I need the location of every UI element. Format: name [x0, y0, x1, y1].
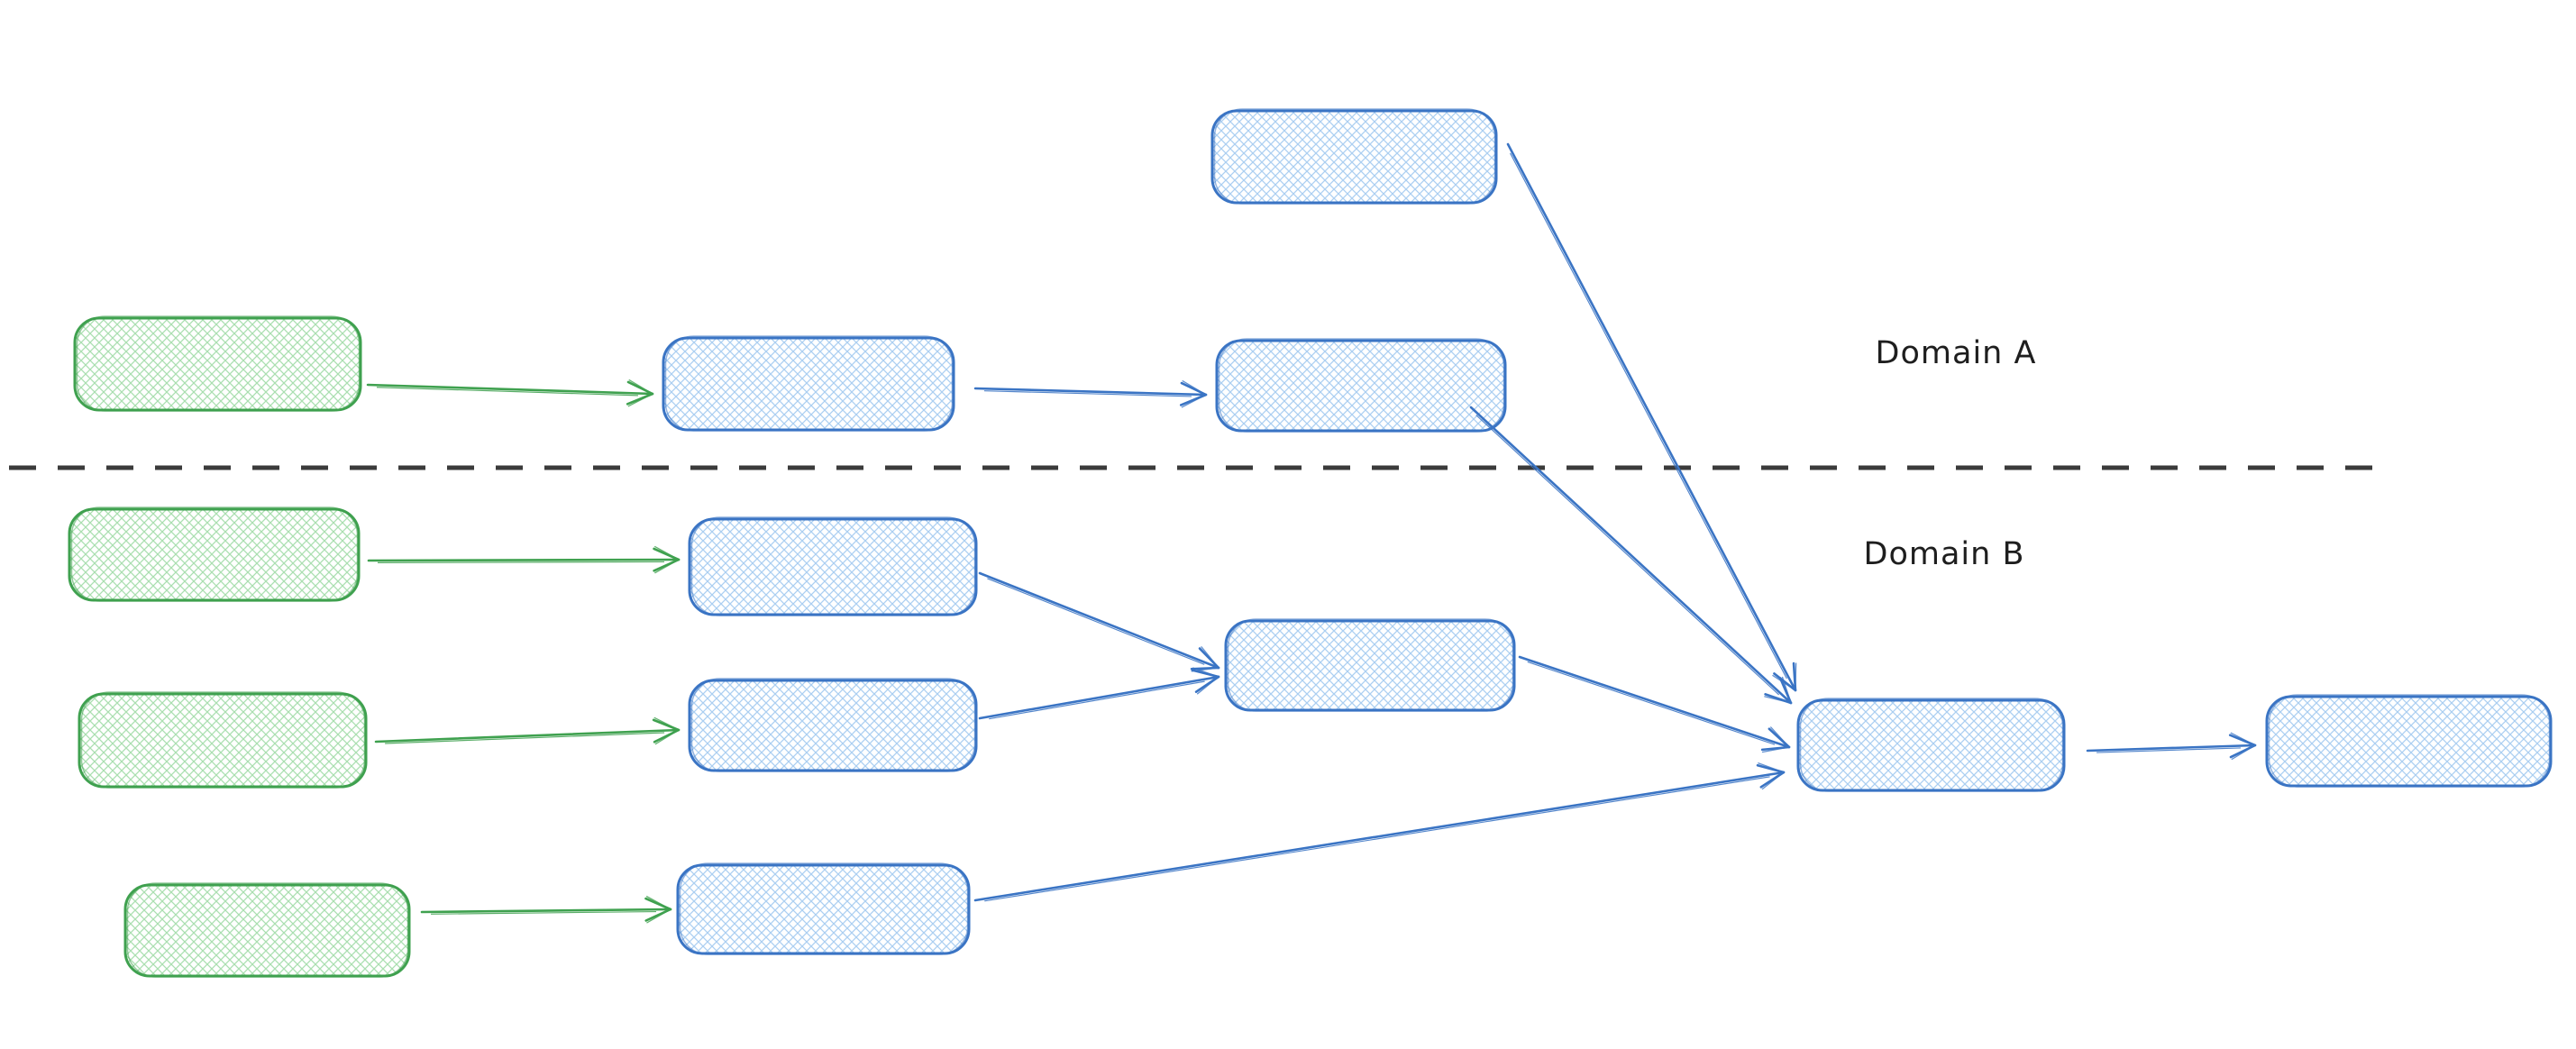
arrow-shaft-sketch [1510, 152, 1787, 680]
convergence-box-sketch-outline [1799, 698, 2064, 792]
domain-a-green-box-sketch-outline [76, 315, 361, 412]
edge-domain-b-blue-3-to-convergence [973, 762, 1786, 902]
arrow-shaft [973, 387, 1208, 397]
arrow-shaft-sketch [376, 387, 638, 397]
domain-a-blue-box-2-sketch-outline [1218, 338, 1505, 433]
domain-b-blue-box-1-rect [688, 517, 978, 616]
domain-b-green-box-1-sketch-outline [70, 506, 359, 602]
arrow-head [1181, 380, 1207, 408]
arrow-shaft [973, 771, 1786, 902]
edge-domain-b-green-2-to-blue-2 [374, 716, 681, 745]
convergence-box-rect [1796, 698, 2066, 792]
arrow-shaft-sketch [984, 776, 1770, 902]
arrow-head [654, 545, 680, 574]
domain-b-green-box-1-rect [68, 507, 361, 602]
arrow-head [653, 716, 680, 745]
arrow-shaft [366, 383, 654, 396]
domain-a-blue-box-2 [1215, 338, 1507, 433]
domain-b-green-box-2-rect [78, 692, 368, 789]
domain-a-blue-box-1-sketch-outline [664, 335, 954, 432]
domain-a-green-box-rect [73, 316, 362, 412]
domain-b-blue-box-2-rect [688, 679, 978, 772]
arrow-head [1761, 726, 1790, 753]
domain-b-blue-box-2 [688, 678, 978, 772]
arrow-shaft-sketch [1475, 415, 1780, 696]
arrow-shaft-sketch [378, 561, 665, 563]
arrow-head [627, 379, 653, 407]
domain-b-merge-box-sketch-outline [1227, 618, 1514, 712]
domain-b-green-box-2 [78, 691, 368, 789]
arrow-shaft [978, 571, 1220, 670]
arrow-shaft [374, 728, 681, 743]
edge-domain-b-blue-2-to-merge [978, 667, 1220, 720]
domain-b-green-box-3 [123, 882, 411, 978]
arrow-shaft-sketch [431, 910, 657, 915]
edge-domain-a-blue-2-to-convergence [1469, 406, 1793, 705]
domain-b-merge-box [1224, 618, 1516, 712]
edge-domain-a-blue-1-to-blue-2 [973, 380, 1208, 408]
edge-domain-a-top-to-convergence [1506, 142, 1797, 692]
domain-b-green-box-2-sketch-outline [80, 691, 366, 789]
edge-domain-b-blue-1-to-merge [978, 571, 1220, 672]
domain-a-blue-box-2-rect [1215, 339, 1507, 433]
edge-convergence-to-output [2086, 732, 2257, 761]
domain-b-blue-box-3-sketch-outline [679, 862, 969, 955]
arrow-shaft [978, 675, 1220, 720]
domain-b-merge-box-rect [1224, 619, 1516, 712]
arrow-shaft-sketch [2096, 747, 2242, 753]
domain-b-green-box-1 [68, 506, 361, 602]
arrow-shaft [2086, 743, 2257, 753]
arrow-head [2230, 732, 2256, 761]
edge-domain-b-green-3-to-blue-3 [420, 896, 672, 924]
domain-b-blue-box-1 [688, 516, 978, 616]
arrow-shaft-sketch [983, 390, 1192, 397]
arrow-shaft-sketch [987, 578, 1205, 665]
arrow-head [1758, 762, 1785, 790]
domain-a-blue-box-1-rect [662, 336, 955, 432]
convergence-box [1796, 698, 2066, 792]
domain-b-blue-box-2-sketch-outline [690, 678, 976, 772]
arrow-head [1764, 676, 1792, 704]
domain-b-green-box-3-sketch-outline [126, 882, 409, 978]
arrow-shaft-sketch [989, 680, 1205, 720]
arrow-shaft [1506, 142, 1797, 692]
domain-b-blue-box-1-sketch-outline [690, 516, 976, 616]
domain-b-blue-box-3 [676, 862, 971, 955]
arrow-shaft-sketch [385, 732, 665, 744]
domain-a-blue-box-top-sketch-outline [1213, 108, 1496, 205]
domain-a-blue-box-1 [662, 335, 955, 432]
arrow-shaft [420, 908, 672, 914]
arrow-shaft [1469, 406, 1793, 705]
domain-a-blue-box-top [1210, 108, 1498, 205]
domain-b-green-box-3-rect [123, 883, 411, 978]
output-box-rect [2265, 695, 2553, 788]
domain-a-blue-box-top-rect [1210, 109, 1498, 205]
domain-a-label: Domain A [1876, 335, 2037, 371]
output-box-sketch-outline [2268, 694, 2551, 788]
output-box [2265, 694, 2553, 788]
domain-a-green-box [73, 315, 362, 412]
arrow-head [1192, 667, 1219, 695]
arrow-shaft-sketch [1527, 661, 1776, 745]
edge-domain-b-green-1-to-blue-1 [367, 545, 681, 574]
arrow-shaft [367, 558, 681, 562]
domain-b-label: Domain B [1864, 536, 2025, 572]
edge-merge-to-convergence [1518, 655, 1791, 753]
edge-domain-a-green-to-blue-1 [366, 379, 654, 407]
arrow-shaft [1518, 655, 1791, 749]
arrow-head [645, 896, 671, 924]
domain-b-blue-box-3-rect [676, 863, 971, 955]
